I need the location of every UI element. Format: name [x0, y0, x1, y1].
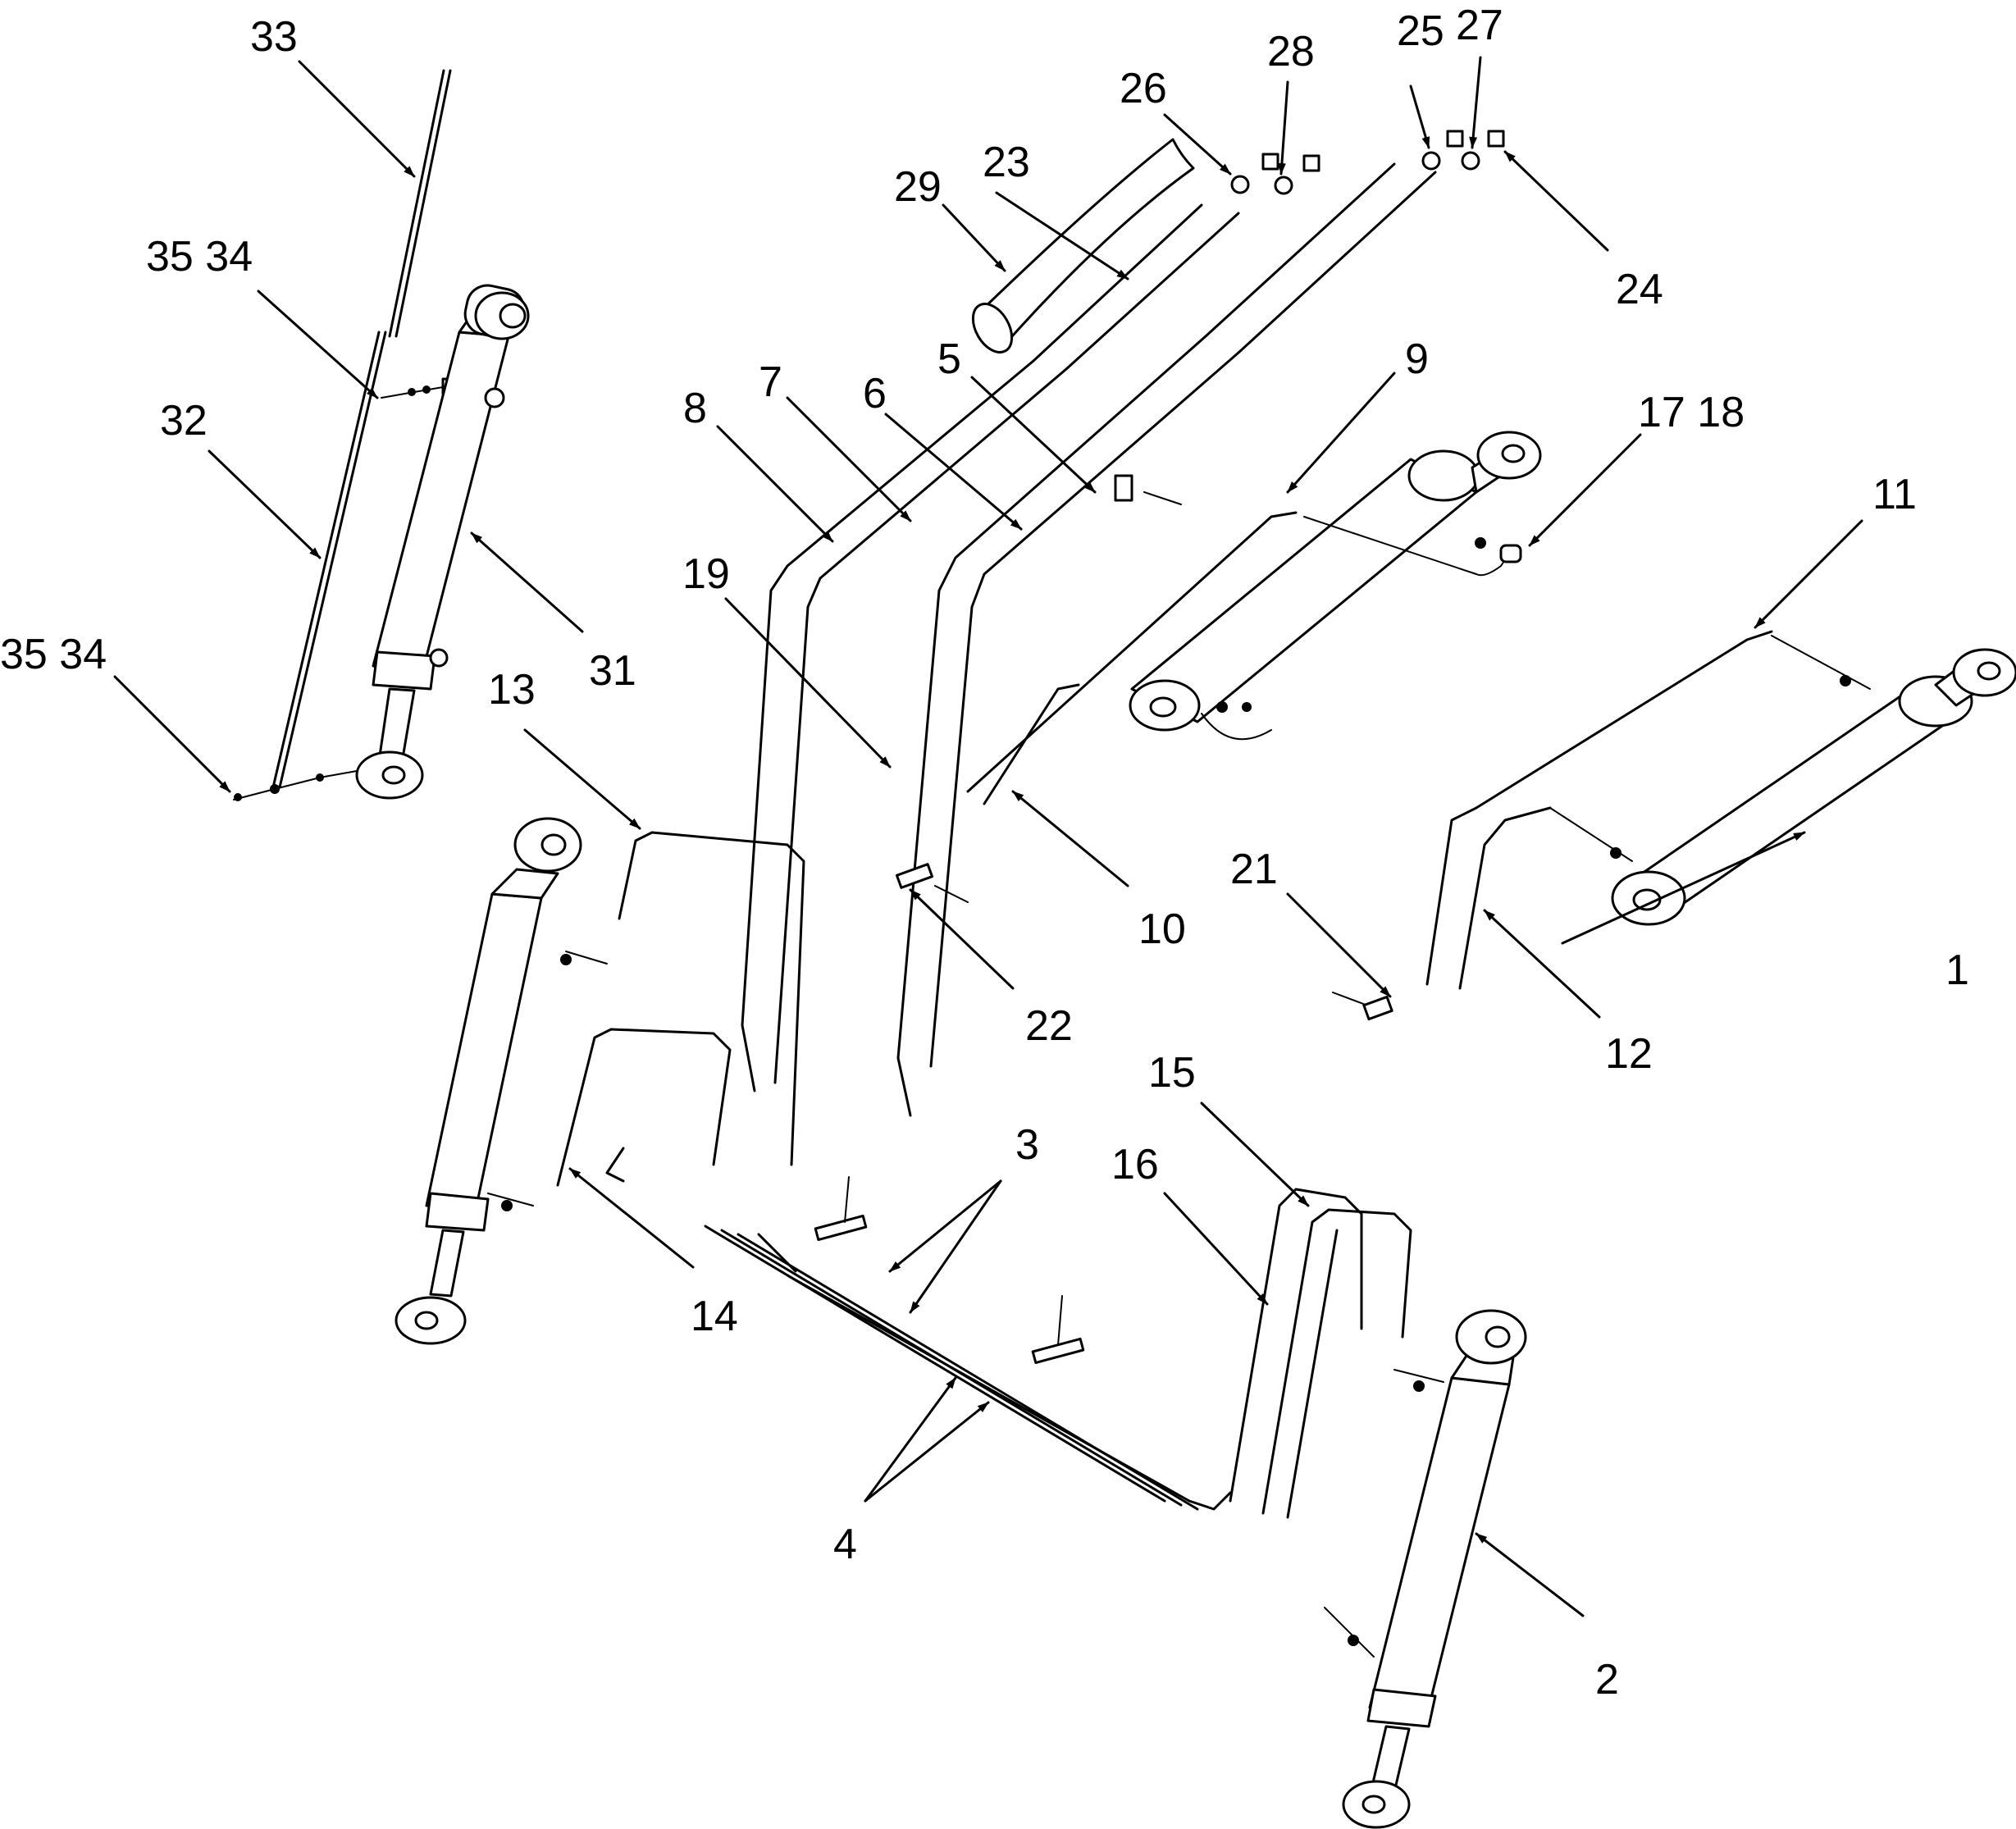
leader-21 [1286, 892, 1392, 998]
callout-4: 4 [833, 1521, 857, 1568]
callout-22: 22 [1025, 1002, 1073, 1050]
leader-7 [786, 396, 912, 522]
leader-10 [1011, 790, 1129, 887]
cylinder-left-middle [395, 817, 805, 1345]
leader-25 [1409, 84, 1430, 149]
callout-31: 31 [589, 647, 636, 695]
callout-29: 29 [894, 163, 942, 211]
leader-33 [298, 60, 416, 178]
leader-26 [1163, 113, 1232, 176]
clamps [814, 474, 1393, 1365]
leader-31 [470, 531, 584, 633]
leader-35-34-lower [113, 675, 231, 793]
leader-28 [1277, 80, 1289, 176]
rod-assembly [233, 69, 464, 801]
callout-8: 8 [683, 385, 707, 432]
leader-29 [942, 203, 1006, 272]
leader-16 [1163, 1192, 1269, 1306]
callout-7: 7 [759, 358, 782, 406]
leader-14 [568, 1167, 695, 1269]
callout-21: 21 [1230, 846, 1278, 893]
callout-25: 25 [1397, 7, 1444, 55]
callout-3: 3 [1015, 1121, 1039, 1169]
fitting-27 [1461, 151, 1480, 171]
callout-16: 16 [1111, 1141, 1159, 1188]
rod-lower [271, 331, 381, 789]
leader-9 [1286, 372, 1396, 494]
callout-33: 33 [250, 13, 298, 61]
leader-27 [1469, 56, 1482, 149]
leader-3a [888, 1179, 1002, 1273]
leader-13 [523, 728, 641, 830]
leader-4b [864, 1401, 990, 1503]
callout-13: 13 [488, 666, 536, 714]
callout-14: 14 [691, 1293, 738, 1340]
callout-12: 12 [1605, 1030, 1653, 1078]
callout-35-34-upper: 35 34 [146, 233, 253, 281]
callout-6: 6 [863, 370, 887, 417]
leader-12 [1483, 909, 1601, 1019]
cylinder-top-left [355, 284, 530, 800]
leader-lines [113, 56, 1863, 1617]
callout-9: 9 [1405, 335, 1429, 383]
hose-sleeve [971, 138, 1195, 353]
callout-17-18: 17 18 [1638, 389, 1745, 436]
leader-23 [995, 191, 1129, 281]
callout-1: 1 [1945, 946, 1969, 994]
callout-35-34-lower: 35 34 [0, 631, 107, 678]
callout-labels: 1 2 3 4 5 6 7 8 9 10 11 12 13 14 15 16 1… [0, 2, 1969, 1704]
leader-35-34-upper [257, 290, 379, 399]
callout-24: 24 [1616, 266, 1663, 313]
callout-32: 32 [160, 397, 208, 445]
callout-5: 5 [937, 335, 961, 383]
leader-17-18 [1528, 433, 1642, 547]
leader-2 [1475, 1532, 1585, 1617]
rod-upper [388, 69, 445, 338]
cylinder-right [1425, 630, 2016, 990]
callout-11: 11 [1872, 471, 1917, 518]
upper-hoses [741, 130, 1505, 1117]
callout-27: 27 [1456, 2, 1503, 49]
leader-32 [208, 449, 322, 559]
fitting-28 [1274, 176, 1293, 195]
leader-19 [724, 597, 892, 769]
leader-1 [1561, 831, 1806, 945]
fitting-25 [1421, 151, 1441, 171]
leader-15 [1200, 1102, 1310, 1207]
callout-10: 10 [1138, 905, 1186, 953]
leader-3b [909, 1179, 1002, 1314]
leader-22 [909, 888, 1015, 990]
cylinder-upper-right [966, 431, 1542, 805]
leader-8 [716, 425, 834, 543]
leader-6 [884, 413, 1023, 531]
callout-28: 28 [1267, 28, 1315, 75]
leader-11 [1754, 519, 1863, 629]
cylinder-bottom-right [1324, 1309, 1527, 1829]
callout-19: 19 [682, 550, 730, 598]
leader-24 [1503, 150, 1609, 252]
lower-hose-bundle [605, 1147, 1412, 1519]
callout-15: 15 [1148, 1049, 1196, 1097]
callout-23: 23 [983, 139, 1030, 186]
callout-26: 26 [1120, 65, 1167, 112]
fitting-26 [1230, 175, 1250, 194]
callout-2: 2 [1595, 1656, 1619, 1704]
leader-5 [970, 376, 1097, 494]
leader-4a [864, 1376, 957, 1503]
